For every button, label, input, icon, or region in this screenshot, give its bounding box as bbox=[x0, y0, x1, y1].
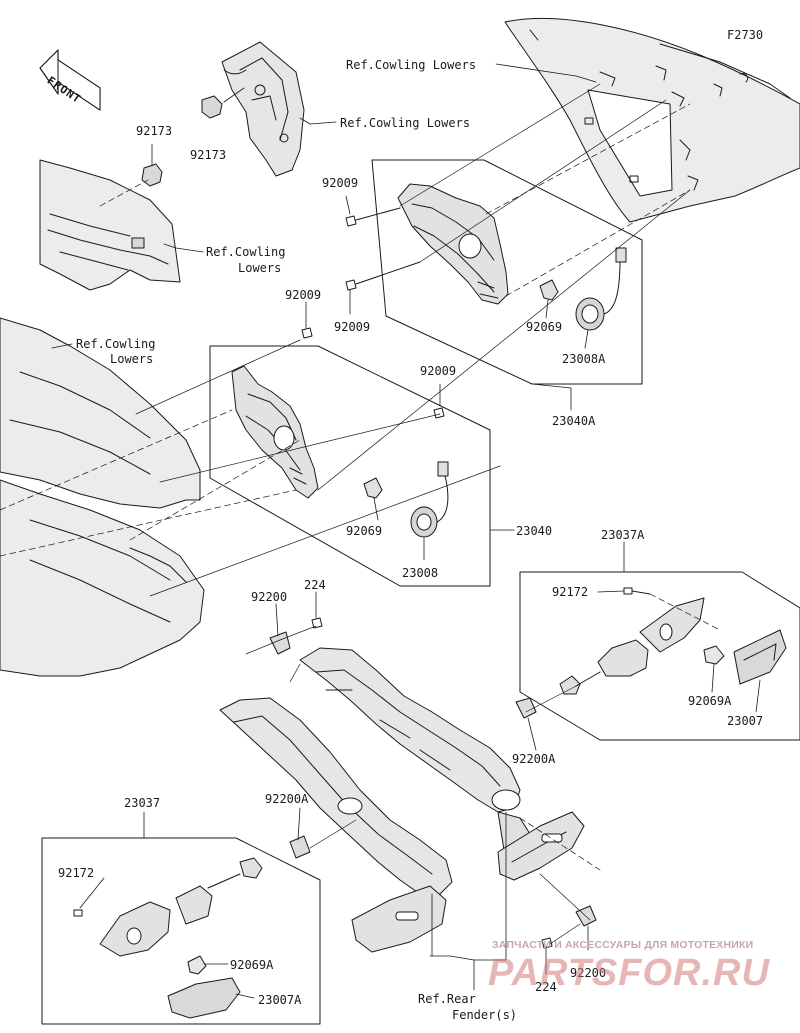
part-label-23037A: 23037A bbox=[601, 528, 645, 542]
part-label-92172-b: 92172 bbox=[58, 866, 95, 880]
screw-92172-left bbox=[74, 910, 82, 916]
part-label-23037: 23037 bbox=[124, 796, 161, 810]
ref-label-cowling-lowers-top: Ref.Cowling Lowers bbox=[346, 58, 477, 72]
part-label-92173-a: 92173 bbox=[136, 124, 173, 138]
part-label-23040A: 23040A bbox=[552, 414, 596, 428]
part-label-23007A: 23007A bbox=[258, 993, 302, 1007]
screw-92009-b bbox=[346, 262, 420, 290]
cowling-lower-fragment-left bbox=[40, 160, 180, 290]
part-label-92069-a: 92069 bbox=[526, 320, 563, 334]
part-label-92200-top: 92200 bbox=[251, 590, 288, 604]
rear-fender-assembly bbox=[220, 648, 584, 952]
bolt-224-bottom bbox=[542, 938, 552, 948]
cowling-lower-front-left bbox=[0, 318, 204, 676]
ref-label-cowling-left-line1: Ref.Cowling bbox=[76, 337, 156, 351]
assembly-centerlines bbox=[0, 104, 720, 888]
leader-lines bbox=[52, 64, 760, 998]
clip-92173-middle bbox=[142, 164, 162, 186]
screw-92009-c bbox=[302, 328, 312, 338]
group-box-23037 bbox=[42, 838, 320, 1024]
part-label-92009-a: 92009 bbox=[322, 176, 359, 190]
ref-label-rear-fender-line2: Fender(s) bbox=[452, 1008, 518, 1022]
part-label-92200A-middle: 92200A bbox=[265, 792, 309, 806]
plate-92200-top bbox=[270, 632, 290, 654]
plate-92200A-middle bbox=[290, 836, 310, 858]
group-box-23040 bbox=[210, 346, 490, 586]
bulb-92069-right bbox=[540, 280, 558, 300]
group-box-23037A bbox=[520, 572, 800, 740]
part-label-92069A-a: 92069A bbox=[688, 694, 732, 708]
front-signal-lamp-left-housing bbox=[232, 366, 318, 498]
ref-label-rear-fender-line1: Ref.Rear bbox=[418, 992, 476, 1006]
ref-label-cowling-mid-line1: Ref.Cowling bbox=[206, 245, 286, 259]
part-label-23040: 23040 bbox=[516, 524, 553, 538]
rear-signal-lamp-left bbox=[100, 858, 262, 1018]
part-label-92200-bottom: 92200 bbox=[570, 966, 607, 980]
plate-92200A-right bbox=[516, 698, 536, 718]
front-signal-lamp-right-housing bbox=[398, 184, 508, 304]
ref-label-cowling-lowers-upper-right: Ref.Cowling Lowers bbox=[340, 116, 471, 130]
part-label-92173-b: 92173 bbox=[190, 148, 227, 162]
part-label-92172-a: 92172 bbox=[552, 585, 589, 599]
rear-signal-lamp-right bbox=[560, 598, 786, 694]
bolt-224-top bbox=[312, 618, 322, 628]
part-label-23008A: 23008A bbox=[562, 352, 606, 366]
part-label-23008: 23008 bbox=[402, 566, 439, 580]
part-label-23007: 23007 bbox=[727, 714, 764, 728]
cowling-lower-panel-right bbox=[505, 18, 800, 222]
assembly-solid-lines bbox=[136, 84, 690, 944]
screw-92172-right bbox=[624, 588, 650, 594]
part-label-224-bottom: 224 bbox=[535, 980, 557, 994]
group-box-23040A bbox=[372, 160, 642, 384]
part-label-92069-b: 92069 bbox=[346, 524, 383, 538]
watermark-tagline: ЗАПЧАСТИ И АКСЕССУАРЫ ДЛЯ МОТОТЕХНИКИ bbox=[492, 939, 754, 951]
part-label-224-top: 224 bbox=[304, 578, 326, 592]
socket-23008A bbox=[576, 248, 626, 330]
clip-92173-top bbox=[202, 96, 222, 118]
socket-23008 bbox=[411, 462, 448, 537]
screw-92009-a bbox=[346, 208, 400, 226]
part-label-92069A-b: 92069A bbox=[230, 958, 274, 972]
watermark-logo: PARTSFOR.RU bbox=[488, 952, 770, 994]
part-label-92009-d: 92009 bbox=[420, 364, 457, 378]
bracket-cowling-top bbox=[222, 42, 304, 176]
front-arrow-icon bbox=[40, 50, 100, 110]
part-label-92009-b: 92009 bbox=[334, 320, 371, 334]
part-label-92009-c: 92009 bbox=[285, 288, 322, 302]
bulb-92069-left bbox=[364, 478, 382, 498]
ref-label-cowling-left-line2: Lowers bbox=[110, 352, 154, 366]
ref-label-cowling-mid-line2: Lowers bbox=[238, 261, 282, 275]
diagram-code: F2730 bbox=[727, 28, 764, 42]
screw-92009-d bbox=[434, 408, 444, 418]
part-label-92200A-right: 92200A bbox=[512, 752, 556, 766]
